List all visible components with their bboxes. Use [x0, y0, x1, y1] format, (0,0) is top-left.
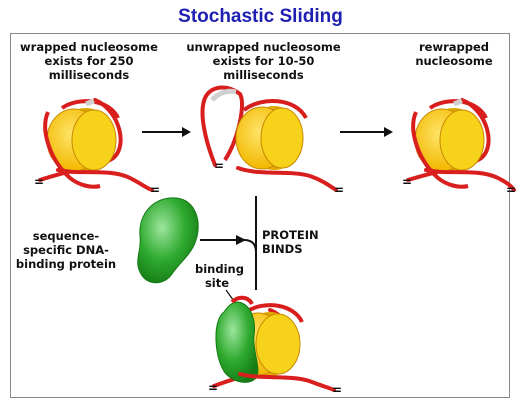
protein-binds-arrow [200, 196, 257, 290]
svg-text:=: = [332, 383, 342, 397]
svg-text:=: = [34, 175, 44, 189]
label-unwrapped-nucleosome: unwrapped nucleosome exists for 10-50 mi… [186, 40, 341, 82]
svg-text:=: = [214, 159, 224, 173]
label-binding-site: binding site [195, 262, 244, 290]
dna-binding-protein [137, 197, 199, 284]
svg-text:=: = [402, 175, 412, 189]
svg-text:=: = [334, 183, 344, 197]
label-wrapped-nucleosome: wrapped nucleosome exists for 250 millis… [20, 40, 158, 82]
diagram-frame [10, 33, 510, 398]
label-rewrapped-nucleosome: rewrapped nucleosome [415, 40, 493, 68]
label-dna-binding-protein: sequence-specific DNA-binding protein [15, 229, 117, 271]
svg-text:=: = [150, 183, 160, 197]
label-protein-binds: PROTEIN BINDS [262, 228, 319, 256]
svg-text:=: = [506, 183, 516, 197]
arrow-1 [142, 127, 191, 137]
wrapped-nucleosome: = = [34, 98, 160, 197]
unwrapped-nucleosome: = = [200, 85, 344, 197]
page-title: Stochastic Sliding [178, 6, 343, 27]
svg-text:=: = [208, 381, 218, 395]
arrow-2 [340, 127, 393, 137]
protein-bound-nucleosome: = = [208, 295, 342, 397]
rewrapped-nucleosome: = = [402, 98, 516, 197]
